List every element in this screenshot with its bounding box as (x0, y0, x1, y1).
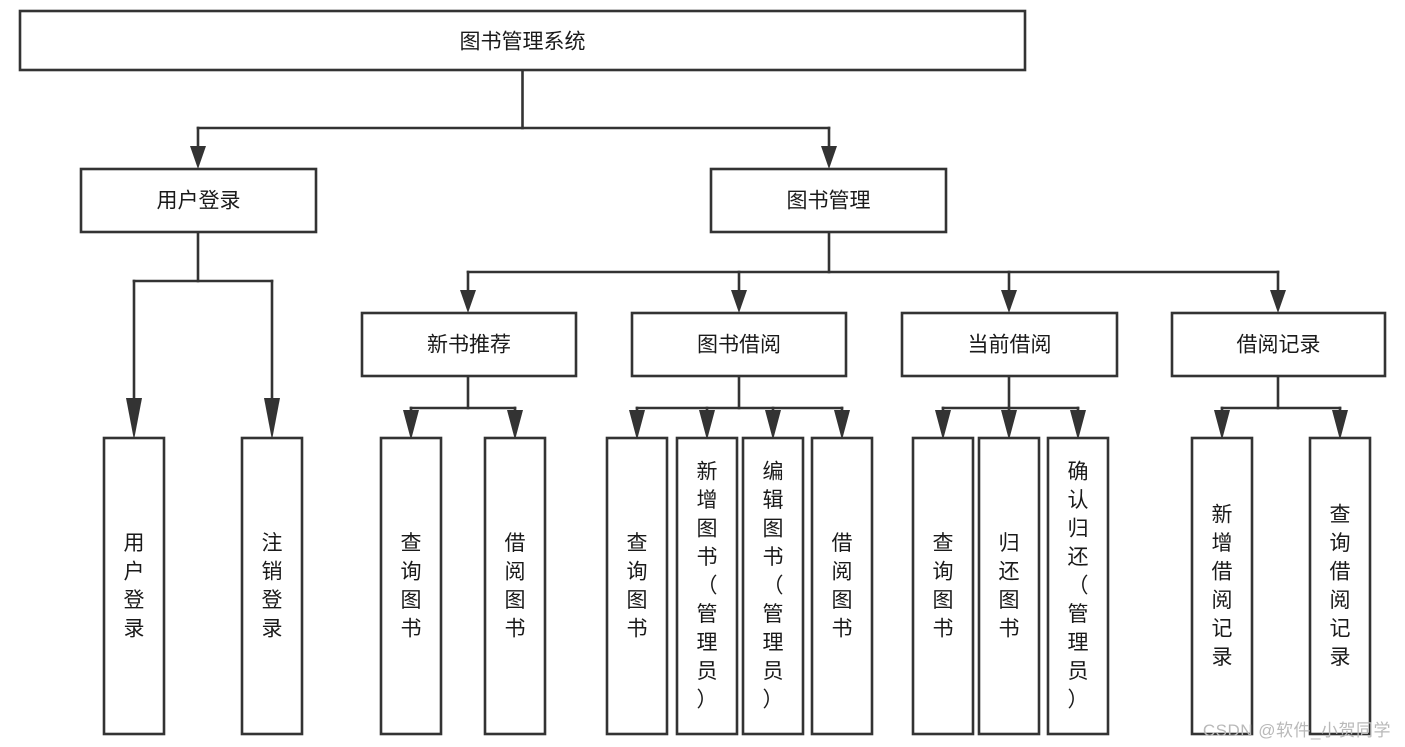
node-leaf-query-book-current-box[interactable] (911, 436, 975, 736)
node-leaf-add-book-admin-label: 新增图书（管理员） (697, 461, 718, 712)
watermark: CSDN @软件_小贺同学 (1202, 721, 1391, 740)
arrow-head-leaf-user-logout (264, 398, 280, 440)
node-leaf-edit-book-admin-box[interactable] (741, 436, 805, 736)
node-leaf-query-book-borrow-box[interactable] (605, 436, 669, 736)
arrow-head-borrow-record (1270, 290, 1286, 313)
node-leaf-user-logout[interactable]: 注销登录 (240, 436, 304, 736)
arrow-head-leaf-confirm-return-admin (1070, 410, 1086, 440)
arrow-head-book-borrow (731, 290, 747, 313)
node-leaf-confirm-return-admin-box[interactable] (1046, 436, 1110, 736)
node-leaf-user-logout-box[interactable] (240, 436, 304, 736)
node-leaf-query-borrow-record[interactable]: 查询借阅记录 (1308, 436, 1372, 736)
node-user-login[interactable]: 用户登录 (79, 167, 318, 234)
node-root-box[interactable] (18, 9, 1027, 72)
node-user-login-box[interactable] (79, 167, 318, 234)
arrow-head-leaf-edit-book-admin (765, 410, 781, 440)
node-leaf-add-book-admin-box[interactable] (675, 436, 739, 736)
node-leaf-return-book[interactable]: 归还图书 (977, 436, 1041, 736)
node-leaf-query-book-current-label: 查询图书 (933, 532, 954, 641)
node-leaf-add-borrow-record-label: 新增借阅记录 (1212, 503, 1233, 669)
node-book-borrow-label: 图书借阅 (697, 334, 781, 357)
node-leaf-borrow-book-label: 借阅图书 (832, 532, 853, 641)
arrow-head-leaf-query-book-recommend (403, 410, 419, 440)
node-leaf-return-book-box[interactable] (977, 436, 1041, 736)
node-leaf-borrow-book[interactable]: 借阅图书 (810, 436, 874, 736)
node-book-management[interactable]: 图书管理 (709, 167, 948, 234)
node-leaf-borrow-book-recommend-label: 借阅图书 (505, 532, 526, 641)
node-leaf-user-login-label: 用户登录 (124, 532, 145, 641)
node-new-book-recommend-label: 新书推荐 (427, 334, 511, 357)
node-leaf-user-login-box[interactable] (102, 436, 166, 736)
node-leaf-add-borrow-record[interactable]: 新增借阅记录 (1190, 436, 1254, 736)
node-current-borrow-label: 当前借阅 (968, 334, 1052, 357)
arrow-head-new-book-recommend (460, 290, 476, 313)
arrow-head-leaf-borrow-book (834, 410, 850, 440)
node-book-borrow-box[interactable] (630, 311, 848, 378)
node-leaf-query-book-recommend[interactable]: 查询图书 (379, 436, 443, 736)
arrow-head-leaf-query-borrow-record (1332, 410, 1348, 440)
node-borrow-record-label: 借阅记录 (1237, 334, 1321, 357)
node-leaf-add-borrow-record-box[interactable] (1190, 436, 1254, 736)
node-leaf-query-book-borrow[interactable]: 查询图书 (605, 436, 669, 736)
arrow-head-leaf-add-borrow-record (1214, 410, 1230, 440)
node-book-management-label: 图书管理 (787, 190, 871, 213)
node-leaf-query-book-borrow-label: 查询图书 (627, 532, 648, 641)
node-book-borrow[interactable]: 图书借阅 (630, 311, 848, 378)
arrow-head-leaf-query-book-current (935, 410, 951, 440)
node-leaf-query-book-recommend-box[interactable] (379, 436, 443, 736)
node-leaf-borrow-book-recommend[interactable]: 借阅图书 (483, 436, 547, 736)
node-leaf-user-logout-label: 注销登录 (262, 532, 283, 641)
node-new-book-recommend-box[interactable] (360, 311, 578, 378)
node-current-borrow-box[interactable] (900, 311, 1119, 378)
node-leaf-confirm-return-admin[interactable]: 确认归还（管理员） (1046, 436, 1110, 736)
node-leaf-query-borrow-record-label: 查询借阅记录 (1330, 503, 1351, 669)
arrow-head-leaf-add-book-admin (699, 410, 715, 440)
node-leaf-query-book-current[interactable]: 查询图书 (911, 436, 975, 736)
arrow-head-leaf-borrow-book-recommend (507, 410, 523, 440)
node-book-management-box[interactable] (709, 167, 948, 234)
node-leaf-borrow-book-box[interactable] (810, 436, 874, 736)
connector-layer (126, 68, 1348, 440)
node-leaf-query-borrow-record-box[interactable] (1308, 436, 1372, 736)
node-leaf-user-login[interactable]: 用户登录 (102, 436, 166, 736)
arrow-head-user-login (190, 146, 206, 169)
arrow-head-current-borrow (1001, 290, 1017, 313)
node-root-label: 图书管理系统 (460, 31, 586, 54)
node-current-borrow[interactable]: 当前借阅 (900, 311, 1119, 378)
arrow-head-leaf-query-book-borrow (629, 410, 645, 440)
arrow-head-leaf-user-login (126, 398, 142, 440)
arrow-head-leaf-return-book (1001, 410, 1017, 440)
node-leaf-add-book-admin[interactable]: 新增图书（管理员） (675, 436, 739, 736)
arrow-head-book-management (821, 146, 837, 169)
node-leaf-borrow-book-recommend-box[interactable] (483, 436, 547, 736)
node-leaf-edit-book-admin-label: 编辑图书（管理员） (763, 461, 784, 712)
node-root[interactable]: 图书管理系统 (18, 9, 1027, 72)
node-leaf-confirm-return-admin-label: 确认归还（管理员） (1068, 461, 1089, 712)
node-leaf-query-book-recommend-label: 查询图书 (401, 532, 422, 641)
node-leaf-return-book-label: 归还图书 (999, 532, 1020, 641)
node-leaf-edit-book-admin[interactable]: 编辑图书（管理员） (741, 436, 805, 736)
node-borrow-record-box[interactable] (1170, 311, 1387, 378)
node-borrow-record[interactable]: 借阅记录 (1170, 311, 1387, 378)
node-new-book-recommend[interactable]: 新书推荐 (360, 311, 578, 378)
node-user-login-label: 用户登录 (157, 190, 241, 213)
